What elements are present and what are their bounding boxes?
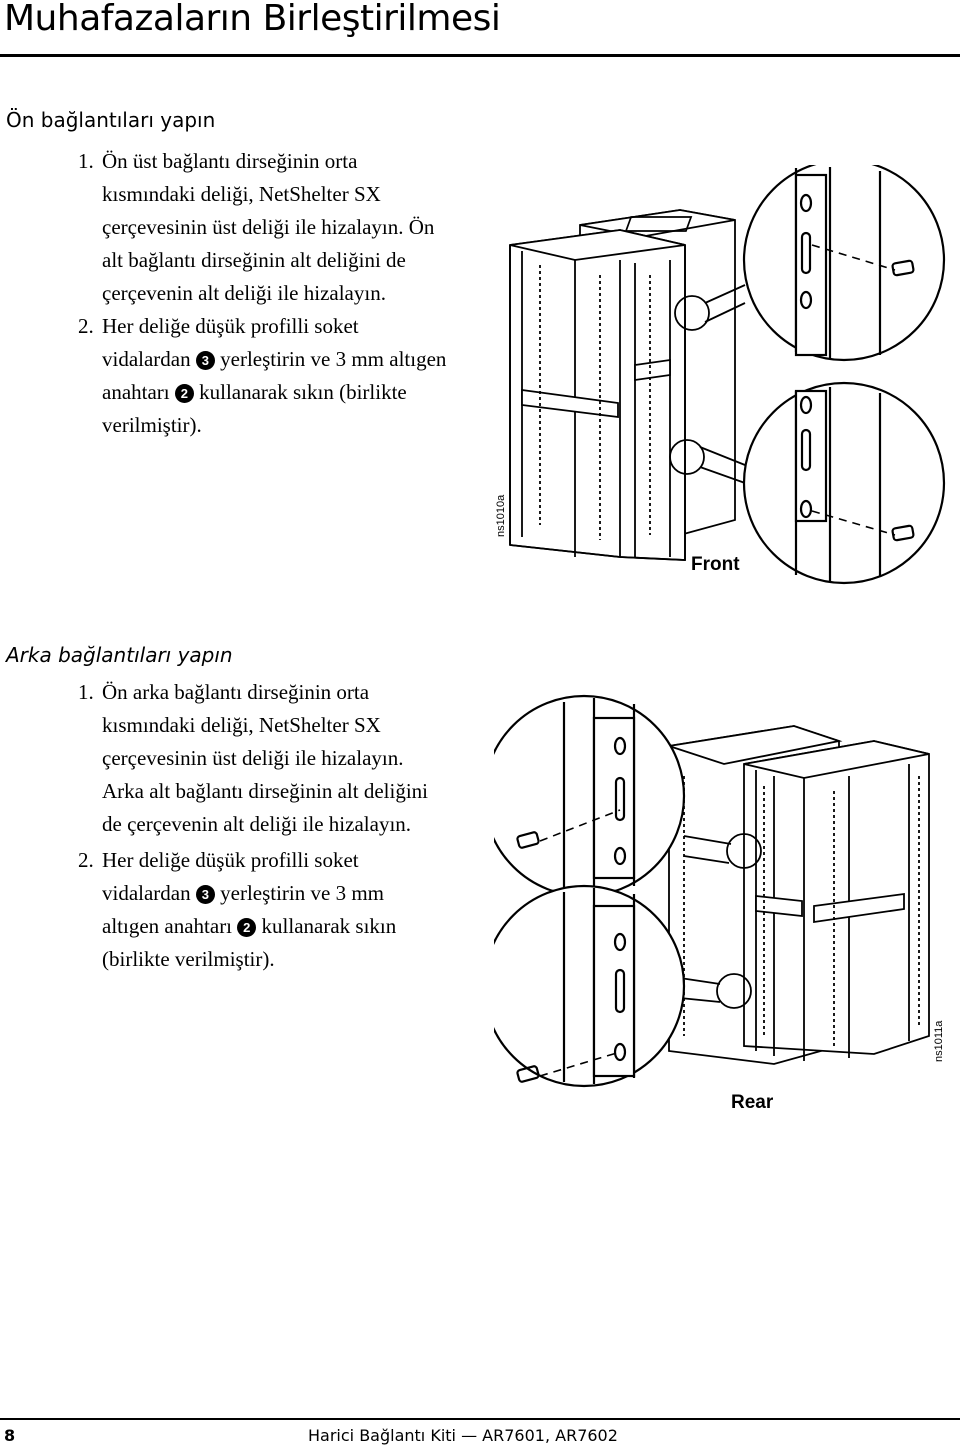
step-line: vidalardan 3 yerleştirin ve 3 mm altıgen — [102, 343, 446, 376]
rear-rack-illustration — [494, 686, 944, 1096]
step-line: kısmındaki deliği, NetShelter SX — [102, 182, 381, 206]
step-line: Her deliğe düşük profilli soket — [102, 848, 359, 872]
step-line: çerçevenin alt deliği ile hizalayın. — [102, 281, 386, 305]
callout-wrench: 2 — [174, 384, 194, 403]
step-line: (birlikte verilmiştir). — [102, 947, 275, 971]
step-line: çerçevesinin üst deliği ile hizalayın. — [102, 746, 404, 770]
footer-dash: — — [461, 1426, 478, 1445]
step-line: Arka alt bağlantı dirseğinin alt deliğin… — [102, 779, 429, 803]
step-line: Ön üst bağlantı dirseğinin orta — [102, 149, 358, 173]
step-number: 1. — [78, 680, 94, 704]
step-text: vidalardan — [102, 347, 191, 371]
front-steps: 1. Ön üst bağlantı dirseğinin orta kısmı… — [78, 145, 446, 442]
rear-steps: 1. Ön arka bağlantı dirseğinin orta kısm… — [78, 676, 429, 976]
page-title: Muhafazaların Birleştirilmesi — [4, 0, 501, 39]
callout-screw: 3 — [195, 885, 215, 904]
step-line: altıgen anahtarı 2 kullanarak sıkın — [102, 910, 428, 943]
step-line: kısmındaki deliği, NetShelter SX — [102, 713, 381, 737]
step-line: vidalardan 3 yerleştirin ve 3 mm — [102, 877, 428, 910]
step-number: 2. — [78, 314, 94, 338]
rear-figure-id: ns1011a — [933, 1020, 945, 1062]
front-step-2: 2. Her deliğe düşük profilli soket vidal… — [78, 310, 446, 442]
step-text: kullanarak sıkın — [261, 914, 397, 938]
callout-screw: 3 — [195, 351, 215, 370]
page-number: 8 — [4, 1426, 16, 1445]
title-rule — [0, 54, 960, 57]
step-number: 2. — [78, 848, 94, 872]
front-section-heading: Ön bağlantıları yapın — [6, 108, 216, 132]
front-figure-id: ns1010a — [495, 494, 507, 537]
step-text: yerleştirin ve 3 mm altıgen — [220, 347, 447, 371]
front-rack-illustration — [500, 165, 950, 590]
step-number: 1. — [78, 149, 94, 173]
footer-rule — [0, 1418, 960, 1420]
front-step-1: 1. Ön üst bağlantı dirseğinin orta kısmı… — [78, 145, 446, 310]
rear-figure-label: Rear — [731, 1092, 774, 1113]
rear-section-heading: Arka bağlantıları yapın — [6, 643, 233, 667]
step-text: kullanarak sıkın (birlikte — [199, 380, 407, 404]
footer-title-text: Harici Bağlantı Kiti — [308, 1426, 456, 1445]
step-line: çerçevesinin üst deliği ile hizalayın. Ö… — [102, 215, 435, 239]
step-text: anahtarı — [102, 380, 170, 404]
callout-wrench: 2 — [237, 918, 257, 937]
step-line: Ön arka bağlantı dirseğinin orta — [102, 680, 370, 704]
step-line: verilmiştir). — [102, 413, 202, 437]
footer-title: Harici Bağlantı Kiti — AR7601, AR7602 — [308, 1426, 618, 1445]
footer-models: AR7601, AR7602 — [482, 1426, 618, 1445]
step-line: de çerçevenin alt deliği ile hizalayın. — [102, 812, 412, 836]
step-text: altıgen anahtarı — [102, 914, 233, 938]
step-line: alt bağlantı dirseğinin alt deliğini de — [102, 248, 406, 272]
step-text: yerleştirin ve 3 mm — [220, 881, 385, 905]
rear-step-2: 2. Her deliğe düşük profilli soket vidal… — [78, 844, 428, 976]
step-text: vidalardan — [102, 881, 191, 905]
rear-step-1: 1. Ön arka bağlantı dirseğinin orta kısm… — [78, 676, 429, 841]
step-line: Her deliğe düşük profilli soket — [102, 314, 359, 338]
front-figure-label: Front — [691, 554, 740, 575]
step-line: anahtarı 2 kullanarak sıkın (birlikte — [102, 376, 446, 409]
